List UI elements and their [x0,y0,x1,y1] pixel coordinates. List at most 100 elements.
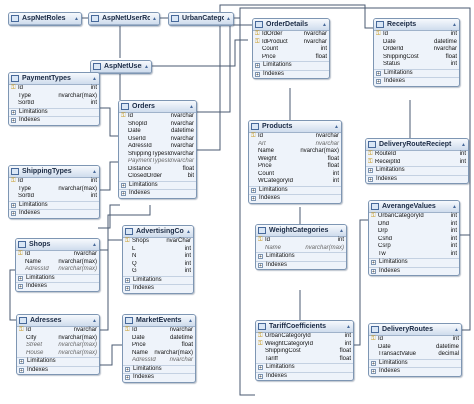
expand-icon[interactable]: + [376,79,381,86]
expand-icon[interactable]: + [121,182,126,189]
section-indexes[interactable]: +Indexes [256,260,346,270]
table-header[interactable]: Adresses▲ [17,315,99,327]
expand-icon[interactable]: + [255,63,260,70]
table-header[interactable]: UrbanCategory▲ [169,13,233,25]
expand-icon[interactable]: + [18,284,23,291]
section-indexes[interactable]: +Indexes [16,282,99,291]
collapse-chevron-icon[interactable]: ▲ [334,123,339,130]
expand-icon[interactable]: + [19,367,24,374]
table-header[interactable]: AspNetRoles▲ [9,13,81,25]
section-limitations[interactable]: +Limitations [249,185,341,195]
section-indexes[interactable]: +Indexes [366,174,468,184]
collapse-chevron-icon[interactable]: ▲ [452,203,457,210]
collapse-chevron-icon[interactable]: ▲ [92,241,97,248]
collapse-chevron-icon[interactable]: ▲ [92,75,97,82]
expand-icon[interactable]: + [258,373,263,380]
table-aspnetroles[interactable]: AspNetRoles▲ [8,12,82,26]
table-header[interactable]: Receipts▲ [374,19,459,31]
section-limitations[interactable]: +Limitations [9,200,99,210]
table-urbancategory[interactable]: UrbanCategory▲ [168,12,234,26]
table-header[interactable]: OrderDetails▲ [253,19,329,31]
collapse-chevron-icon[interactable]: ▲ [339,227,344,234]
expand-icon[interactable]: + [368,176,373,183]
expand-icon[interactable]: + [11,202,16,209]
table-header[interactable]: AverangeValues▲ [369,201,459,213]
section-limitations[interactable]: +Limitations [123,364,195,374]
table-header[interactable]: Orders▲ [119,101,196,113]
collapse-chevron-icon[interactable]: ▲ [322,21,327,28]
section-limitations[interactable]: +Limitations [9,107,99,117]
section-limitations[interactable]: +Limitations [256,363,353,372]
section-limitations[interactable]: +Limitations [256,252,346,261]
section-indexes[interactable]: +Indexes [9,116,99,125]
section-indexes[interactable]: +Indexes [123,373,195,382]
table-header[interactable]: MarketEvents▲ [123,315,195,327]
section-indexes[interactable]: +Indexes [249,194,341,203]
expand-icon[interactable]: + [251,187,256,194]
expand-icon[interactable]: + [19,359,24,366]
expand-icon[interactable]: + [368,168,373,175]
expand-icon[interactable]: + [125,277,130,284]
section-limitations[interactable]: +Limitations [119,180,196,190]
collapse-chevron-icon[interactable]: ▲ [92,168,97,175]
expand-icon[interactable]: + [371,369,376,376]
expand-icon[interactable]: + [371,268,376,275]
section-limitations[interactable]: +Limitations [17,357,99,366]
section-indexes[interactable]: +Indexes [369,367,461,376]
collapse-chevron-icon[interactable]: ▲ [189,103,194,110]
section-indexes[interactable]: +Indexes [17,365,99,375]
section-indexes[interactable]: +Indexes [9,209,99,218]
section-limitations[interactable]: +Limitations [366,166,468,175]
collapse-chevron-icon[interactable]: ▲ [461,141,466,148]
collapse-chevron-icon[interactable]: ▲ [144,63,149,70]
expand-icon[interactable]: + [125,375,130,382]
expand-icon[interactable]: + [251,196,256,203]
expand-icon[interactable]: + [121,191,126,198]
table-advertisingcosts[interactable]: AdvertisingCosts▲⚿ShopsnvarCharLintNintQ… [122,225,194,294]
table-header[interactable]: AspNetUsers▲ [91,61,151,73]
expand-icon[interactable]: + [11,118,16,125]
section-indexes[interactable]: +Indexes [123,284,193,293]
section-indexes[interactable]: +Indexes [253,69,329,79]
